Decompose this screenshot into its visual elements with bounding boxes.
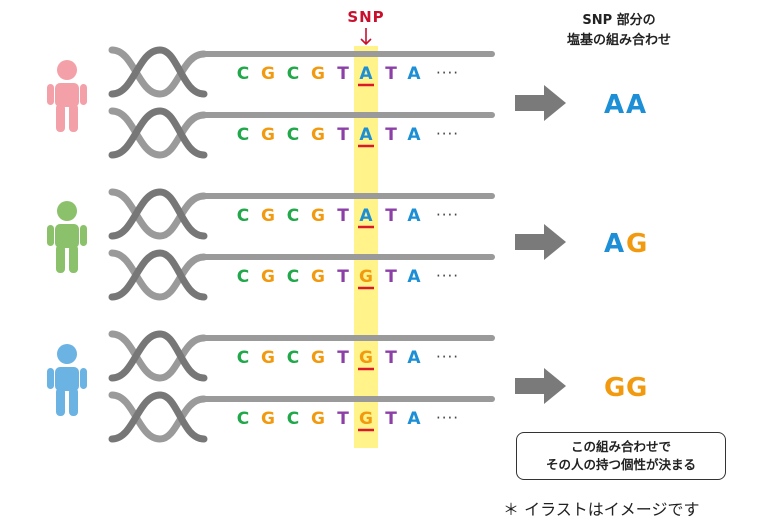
base-letter: C [237,64,249,84]
base-letter: G [311,409,325,429]
dna-helix-icon [108,188,208,240]
base-letter: C [287,409,299,429]
base-letter: G [261,206,275,226]
sequence-ellipsis: ···· [436,206,459,224]
base-letter: T [385,206,397,226]
base-letter: T [385,409,397,429]
base-letter: T [337,64,349,84]
sequence-ellipsis: ···· [436,125,459,143]
illustration-caption: ＊ イラストはイメージです [503,500,700,519]
base-letter: C [237,348,249,368]
conclusion-box: この組み合わせで その人の持つ個性が決まる [516,432,726,480]
base-letter: C [237,409,249,429]
base-letter: G [359,267,373,287]
base-letter: A [407,267,421,287]
base-letter: G [261,348,275,368]
base-letter: A [359,64,373,84]
base-letter: G [359,348,373,368]
dna-helix-icon [108,107,208,159]
base-letter: A [407,125,421,145]
base-letter: A [407,64,421,84]
snp-highlight-column [354,46,378,448]
genotype-letter: A [604,229,624,259]
base-letter: T [337,206,349,226]
snp-down-arrow-icon [360,28,372,46]
dna-helix-icon [108,330,208,382]
base-letter: T [337,348,349,368]
person-icon [47,201,87,273]
base-letter: A [359,206,373,226]
result-header-line2: 塩基の組み合わせ [567,32,671,48]
base-letter: G [359,409,373,429]
base-letter: G [311,64,325,84]
right-arrow-icon [515,85,566,121]
base-letter: C [287,267,299,287]
base-letter: A [407,409,421,429]
genotype-letter: G [604,373,625,403]
person-icon [47,344,87,416]
base-letter: C [237,206,249,226]
base-letter: T [337,409,349,429]
conclusion-line2: その人の持つ個性が決まる [545,457,696,472]
genotype-letter: G [626,373,647,403]
base-letter: T [337,267,349,287]
base-letter: G [261,64,275,84]
sequence-ellipsis: ···· [436,267,459,285]
right-arrow-icon [515,224,566,260]
genotype-letter: A [626,90,646,120]
base-letter: C [287,125,299,145]
base-letter: T [385,348,397,368]
base-letter: T [385,125,397,145]
base-letter: G [311,348,325,368]
base-letter: C [287,206,299,226]
conclusion-line1: この組み合わせで [570,439,671,454]
base-letter: G [261,267,275,287]
base-letter: G [311,125,325,145]
base-letter: G [261,409,275,429]
sequence-ellipsis: ···· [436,64,459,82]
dna-helix-icon [108,46,208,98]
base-letter: G [261,125,275,145]
base-letter: A [407,206,421,226]
dna-helix-icon [108,391,208,443]
result-header-line1: SNP 部分の [582,12,655,28]
genotype-letter: G [626,229,647,259]
base-letter: A [407,348,421,368]
base-letter: T [385,64,397,84]
base-letter: C [237,125,249,145]
right-arrow-icon [515,368,566,404]
sequence-ellipsis: ···· [436,409,459,427]
genotype-letter: A [604,90,624,120]
sequence-ellipsis: ···· [436,348,459,366]
base-letter: G [311,206,325,226]
base-letter: A [359,125,373,145]
dna-helix-icon [108,249,208,301]
base-letter: C [287,348,299,368]
base-letter: C [237,267,249,287]
base-letter: T [337,125,349,145]
base-letter: G [311,267,325,287]
base-letter: C [287,64,299,84]
base-letter: T [385,267,397,287]
snp-label: SNP [347,8,384,26]
person-icon [47,60,87,132]
